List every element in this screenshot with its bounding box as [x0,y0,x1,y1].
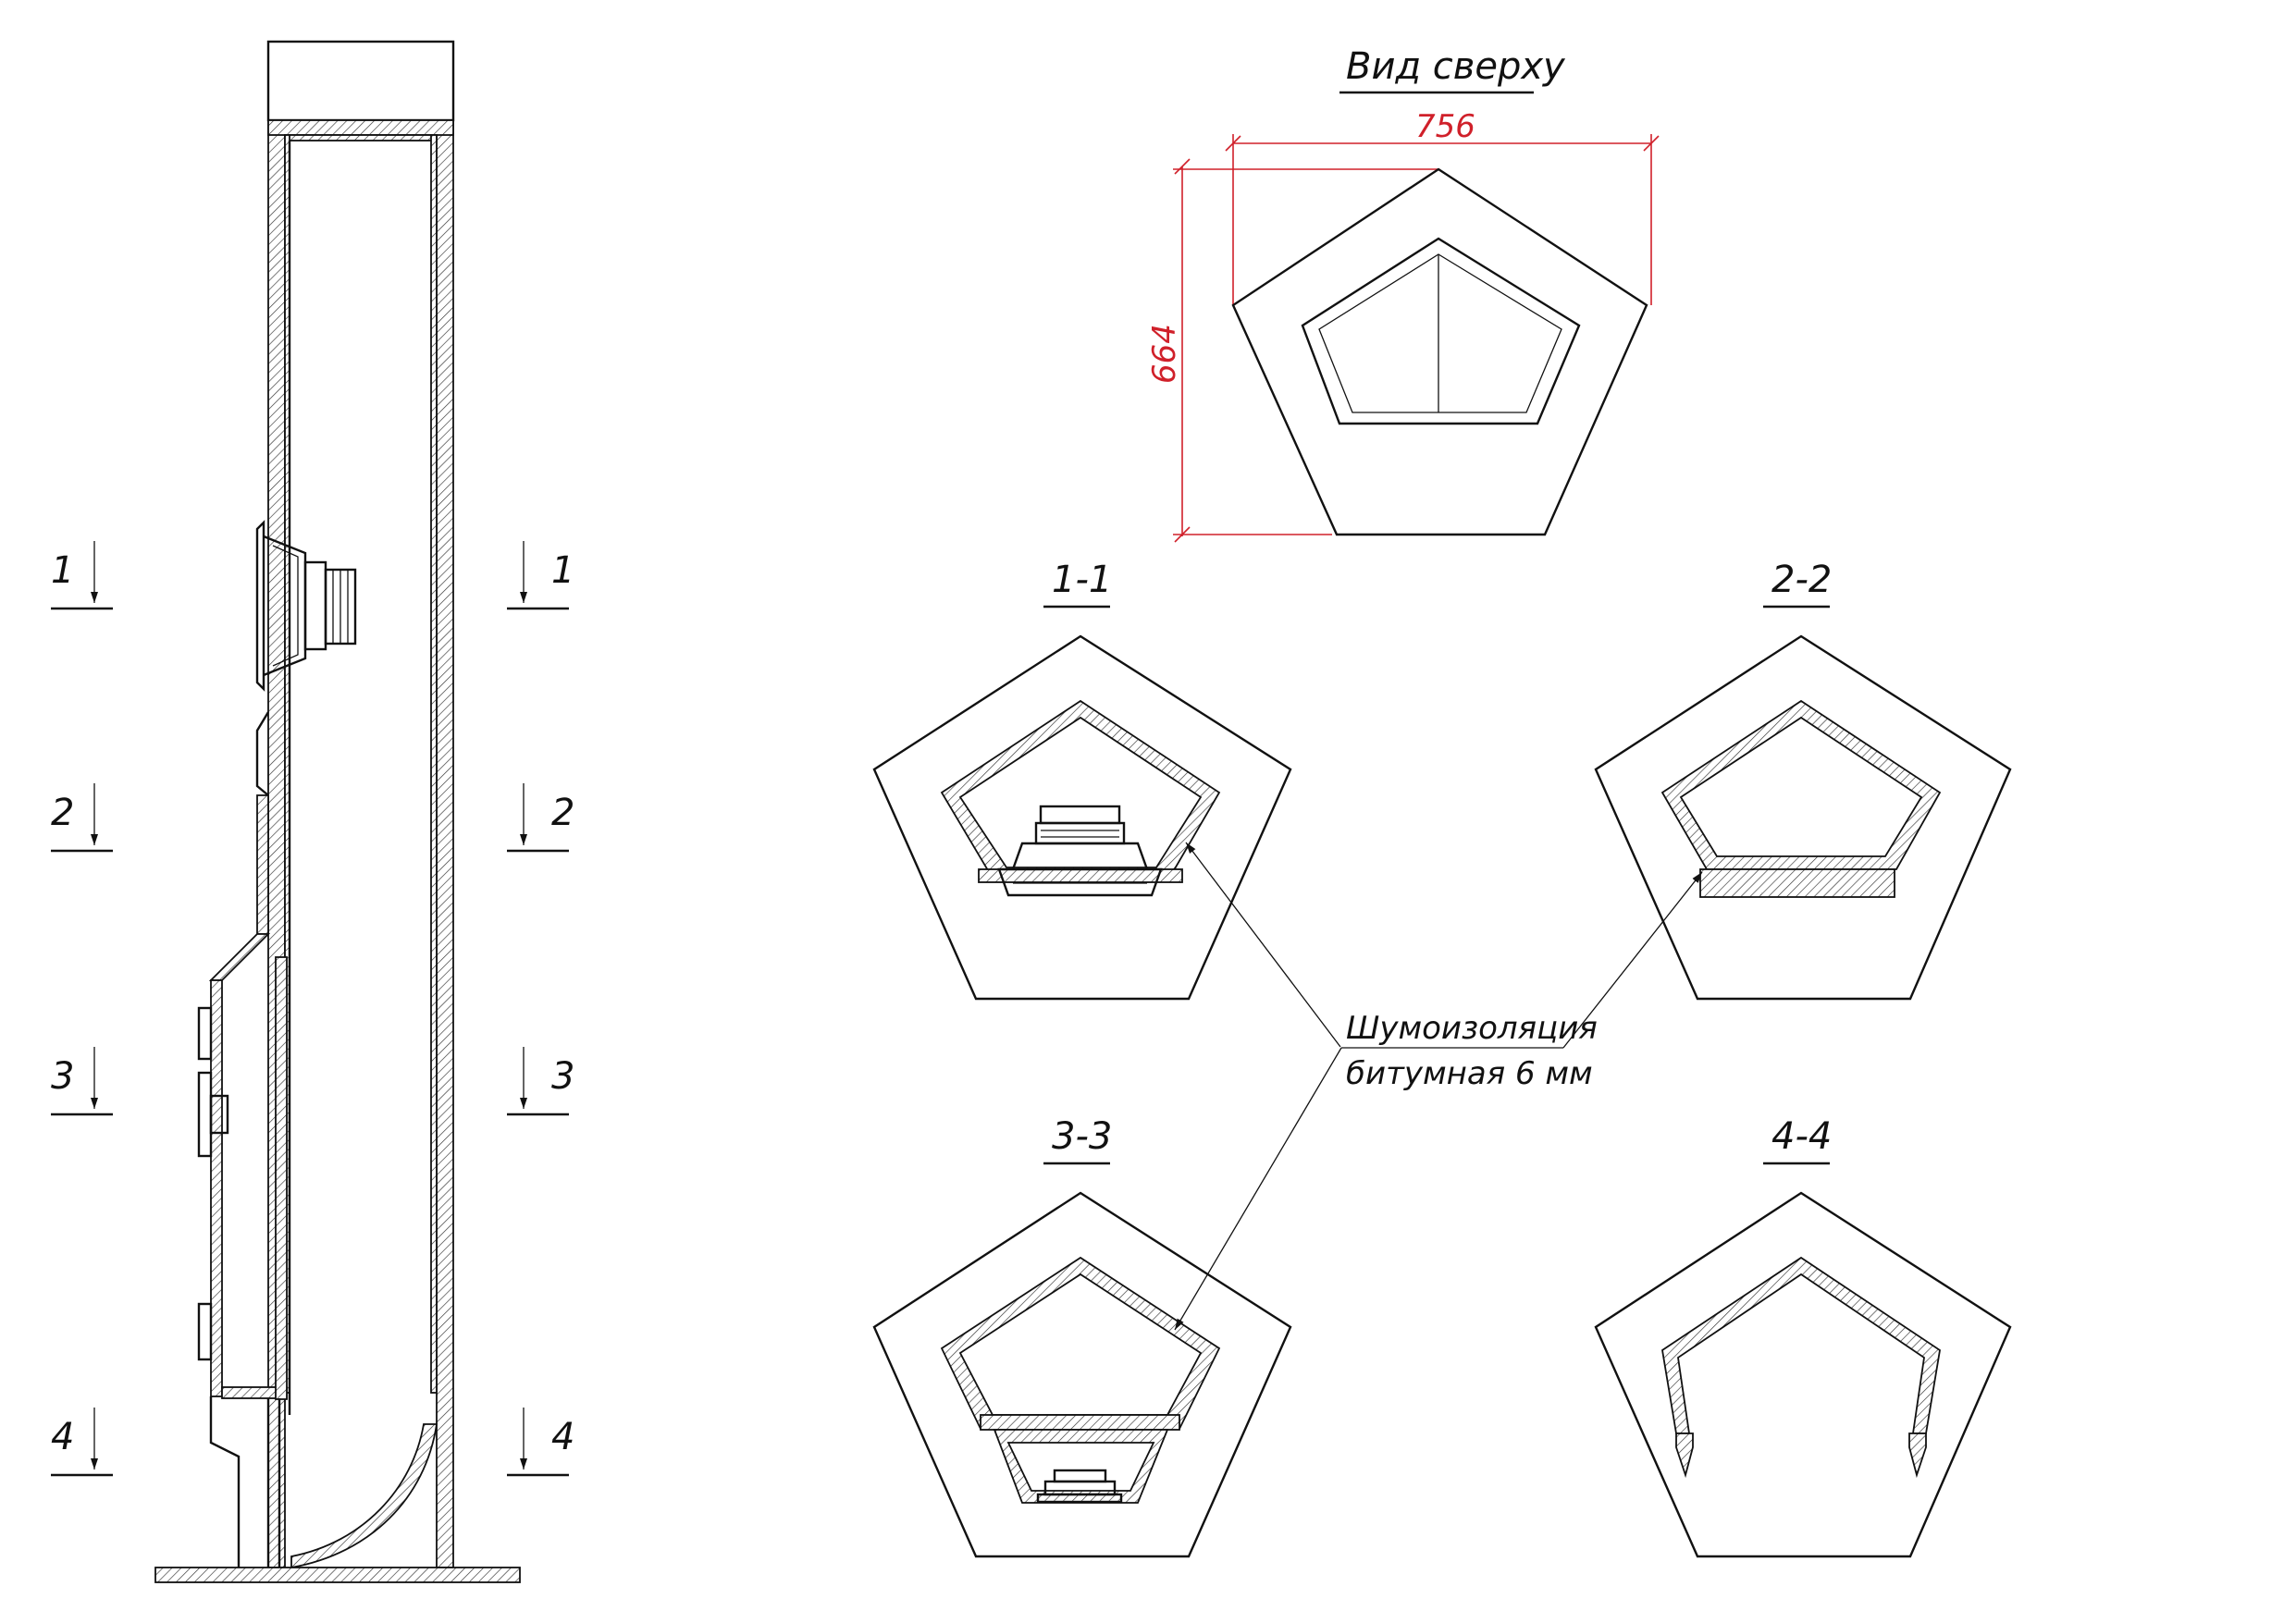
front-slope [255,711,270,796]
section-label: 3-3 [1052,1115,1112,1158]
top-panel [267,119,454,136]
mark-4-left: 4 [51,1408,113,1477]
bass-box-slope [208,933,271,981]
section-label: 2-2 [1771,559,1832,601]
insulation-callout: Шумоизоляция битумная 6 мм [1174,842,1703,1331]
section-4-4: 4-4 [1594,1115,2012,1558]
mark-2-right: 2 [507,783,574,853]
mark-3-right: 3 [507,1047,574,1116]
mark-label: 1 [551,549,574,592]
mark-label: 2 [51,792,74,834]
section-3-3: 3-3 [872,1115,1292,1558]
midrange-driver-profile [255,520,357,692]
mark-1-right: 1 [507,541,574,610]
mark-4-right: 4 [507,1408,574,1477]
section-label: 4-4 [1771,1115,1832,1158]
callout-line-2: битумная 6 мм [1346,1055,1593,1092]
front-lower-step [256,794,269,935]
insulation-top [284,134,438,141]
callout-line-1: Шумоизоляция [1346,1010,1598,1047]
base-plate [154,1567,521,1583]
mark-1-left: 1 [51,541,113,610]
mark-3-left: 3 [51,1047,113,1116]
dimension-depth: 664 [1146,324,1183,384]
mark-label: 3 [51,1055,74,1098]
section-marks: 1 2 3 4 1 2 3 [51,541,574,1477]
section-label: 1-1 [1052,559,1112,601]
woofer-1-1 [997,805,1163,897]
top-cap [266,40,455,122]
mark-2-left: 2 [51,783,113,853]
mark-label: 4 [51,1416,74,1458]
mark-label: 3 [551,1055,574,1098]
mark-label: 2 [551,792,574,834]
top-view-title: Вид сверху [1346,45,1566,88]
lower-leg [209,1396,241,1568]
mark-label: 4 [551,1416,574,1458]
dimension-width: 756 [1415,108,1475,145]
top-view: Вид сверху 756 664 [1146,45,1660,543]
curved-port [290,1423,438,1569]
mark-label: 1 [51,549,74,592]
section-1-1: 1-1 [872,559,1292,1001]
section-2-2: 2-2 [1594,559,2012,1001]
side-section-view [154,40,521,1583]
bass-chamber [197,956,288,1400]
back-panel [436,119,454,1568]
woofer-3-3 [1036,1469,1123,1504]
insulation-back [430,134,438,1394]
